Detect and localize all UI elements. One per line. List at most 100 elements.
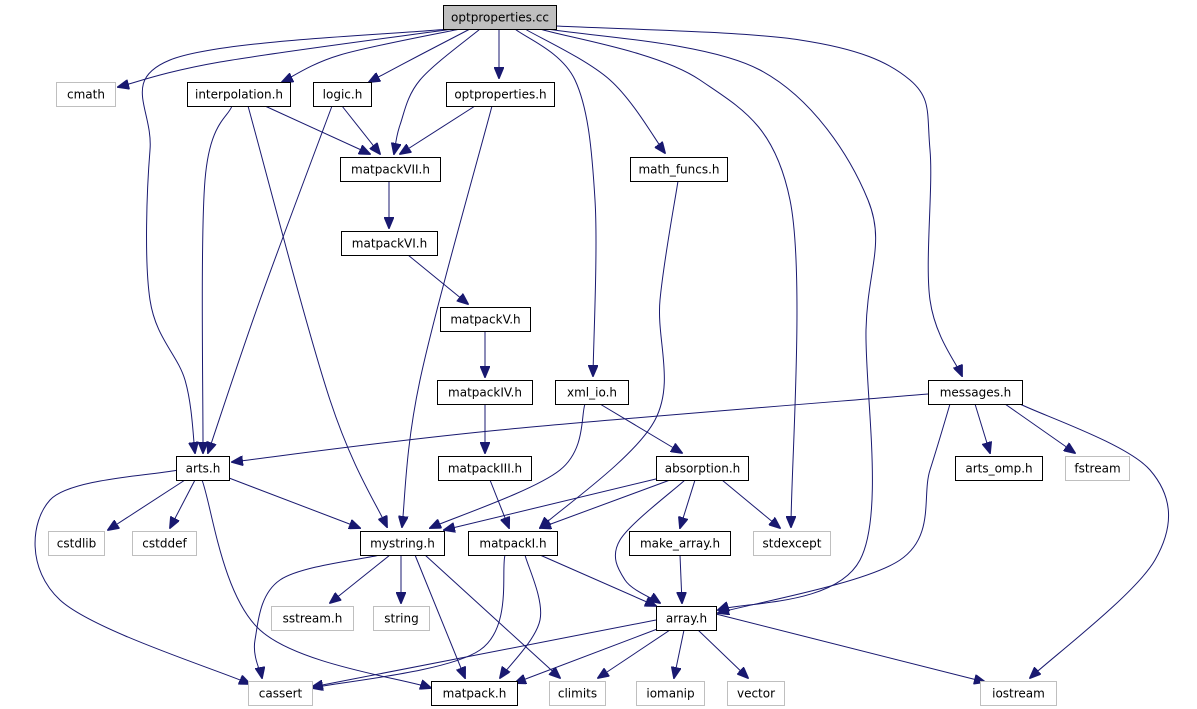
edge-mystring-h-to-cassert (253, 554, 381, 678)
node-label: cassert (259, 687, 303, 701)
node-absorption-h[interactable]: absorption.h (656, 456, 749, 481)
nodes-layer: optproperties.cc cmath interpolation.h logi… (48, 5, 1130, 706)
node-xml-io-h[interactable]: xml_io.h (555, 380, 629, 405)
edge-line (312, 619, 657, 687)
node-interpolation-h[interactable]: interpolation.h (187, 82, 291, 107)
node-label: string (384, 612, 418, 626)
node-arts-omp-h[interactable]: arts_omp.h (955, 456, 1043, 481)
node-vector: vector (727, 681, 785, 706)
node-mystring-h[interactable]: mystring.h (360, 531, 445, 556)
node-label: matpackVI.h (352, 237, 427, 251)
edge-array-h-to-iomanip (674, 629, 685, 678)
node-optproperties-cc[interactable]: optproperties.cc (443, 5, 557, 30)
node-matpackVII-h[interactable]: matpackVII.h (340, 157, 441, 182)
edge-line (208, 105, 333, 453)
node-math-funcs-h[interactable]: math_funcs.h (630, 157, 728, 182)
edge-line (330, 554, 391, 603)
edge-absorption-h-to-array-h (614, 479, 686, 603)
node-array-h[interactable]: array.h (656, 606, 717, 631)
edge-optproperties-cc-to-matpackVII-h (394, 28, 481, 154)
edge-line (118, 28, 454, 87)
edge-line (394, 28, 481, 154)
node-box (48, 531, 105, 556)
edge-array-h-to-cassert (312, 619, 657, 687)
edge-messages-h-to-array-h (718, 403, 951, 613)
node-box (955, 456, 1043, 481)
node-box (341, 231, 438, 256)
node-label: stdexcept (763, 537, 822, 551)
edge-line (514, 28, 596, 376)
edge-array-h-to-vector (697, 629, 748, 678)
edge-logic-h-to-matpackVII-h (341, 105, 380, 154)
node-string: string (373, 606, 430, 631)
node-label: vector (737, 687, 775, 701)
node-box (360, 531, 445, 556)
node-messages-h[interactable]: messages.h (928, 380, 1023, 405)
node-matpackIV-h[interactable]: matpackIV.h (437, 380, 533, 405)
edge-optproperties-cc-to-cmath (118, 28, 454, 87)
edge-optproperties-h-to-matpackVII-h (400, 105, 476, 154)
edge-line (264, 105, 370, 154)
edge-matpackI-h-to-array-h (539, 554, 656, 606)
node-label: matpackIII.h (448, 462, 522, 476)
edge-absorption-h-to-make-array-h (680, 479, 696, 528)
edge-array-h-to-iostream (715, 613, 985, 682)
node-make-array-h[interactable]: make_array.h (629, 531, 731, 556)
node-box (132, 531, 197, 556)
edge-line (1019, 403, 1170, 678)
edge-absorption-h-to-matpackI-h (540, 479, 671, 528)
node-box (753, 531, 831, 556)
node-label: logic.h (323, 88, 363, 102)
node-label: interpolation.h (195, 88, 283, 102)
edge-matpackI-h-to-matpack-h (500, 554, 542, 678)
node-label: fstream (1074, 462, 1120, 476)
edge-line (444, 477, 661, 530)
node-label: optproperties.cc (451, 11, 549, 25)
node-label: xml_io.h (567, 386, 617, 400)
edge-matpackIII-h-to-matpackI-h (489, 479, 509, 528)
node-label: array.h (666, 612, 707, 626)
node-logic-h[interactable]: logic.h (313, 82, 372, 107)
edge-line (721, 479, 780, 528)
node-box (1065, 456, 1130, 481)
edge-line (524, 28, 665, 153)
edges-layer (34, 25, 1170, 688)
edge-line (108, 479, 186, 530)
node-cmath: cmath (56, 82, 116, 107)
edge-line (680, 554, 682, 603)
node-label: cstdlib (57, 537, 96, 551)
edge-arts-h-to-cstdlib (108, 479, 186, 530)
edge-line (170, 479, 196, 528)
edge-line (414, 554, 465, 678)
node-box (630, 157, 728, 182)
edge-messages-h-to-iostream (1019, 403, 1170, 678)
edge-line (141, 28, 449, 453)
node-arts-h[interactable]: arts.h (176, 456, 230, 481)
edge-line (614, 479, 686, 603)
node-matpack-h[interactable]: matpack.h (431, 681, 518, 706)
node-label: matpackV.h (450, 313, 520, 327)
edge-array-h-to-matpack-h (515, 627, 661, 683)
node-box (187, 82, 291, 107)
node-matpackVI-h[interactable]: matpackVI.h (341, 231, 438, 256)
node-box (438, 456, 532, 481)
node-optproperties-h[interactable]: optproperties.h (446, 82, 555, 107)
edge-optproperties-cc-to-arts-h (141, 28, 449, 453)
edge-arts-h-to-matpack-h (201, 479, 431, 688)
node-label: iomanip (646, 687, 694, 701)
node-box (443, 5, 557, 30)
edge-line (253, 554, 381, 678)
node-sstream-h: sstream.h (271, 606, 354, 631)
node-label: arts_omp.h (965, 462, 1032, 476)
node-label: messages.h (940, 386, 1012, 400)
node-matpackI-h[interactable]: matpackI.h (468, 531, 558, 556)
edge-logic-h-to-arts-h (208, 105, 333, 453)
node-box (468, 531, 558, 556)
node-label: matpackVII.h (351, 163, 430, 177)
edge-line (680, 479, 696, 528)
edge-line (718, 403, 951, 613)
node-matpackIII-h[interactable]: matpackIII.h (438, 456, 532, 481)
node-label: matpackIV.h (448, 386, 522, 400)
edge-line (34, 469, 250, 684)
node-matpackV-h[interactable]: matpackV.h (440, 307, 531, 332)
